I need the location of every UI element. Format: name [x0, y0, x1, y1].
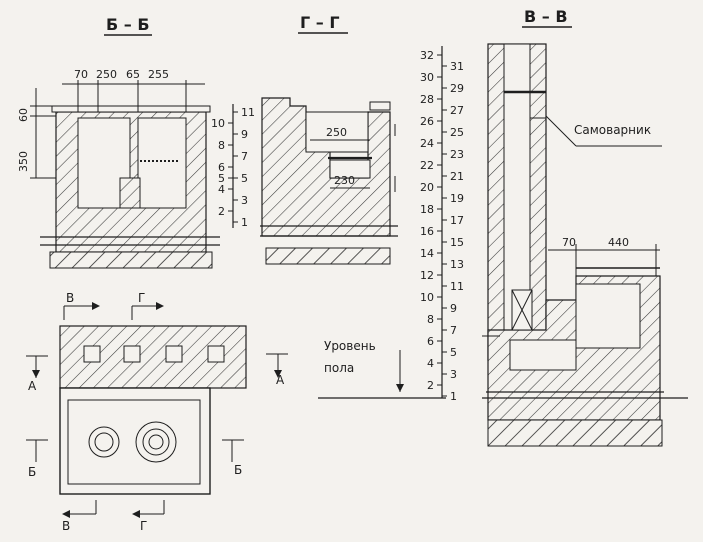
plan-view: В Г А А Б Б В Г [26, 291, 288, 533]
bb-dim-60: 60 [17, 108, 30, 122]
ruler-label-right: 23 [450, 148, 464, 161]
ruler-label-left: 4 [427, 357, 434, 370]
marker-g-bottom: Г [140, 519, 147, 533]
floor-label-1: Уровень [324, 339, 376, 353]
ruler-label-left: 10 [420, 291, 434, 304]
ruler-label-left: 10 [211, 117, 225, 130]
marker-b-right: Б [234, 463, 242, 477]
plan-burner-large [135, 421, 177, 463]
ruler-label-right: 13 [450, 258, 464, 271]
ruler-label-right: 21 [450, 170, 464, 183]
bb-top-slab [51, 105, 211, 113]
ruler-label-left: 8 [218, 139, 225, 152]
marker-a-right: А [276, 373, 285, 387]
vv-firebox [509, 339, 577, 371]
bb-dim-250: 250 [96, 68, 117, 81]
ruler-label-right: 19 [450, 192, 464, 205]
marker-v-top: В [66, 291, 74, 305]
samovarnik-label: Самоварник [574, 123, 651, 137]
ruler-label-left: 8 [427, 313, 434, 326]
section-gg: Г – Г 250 230 [260, 13, 398, 265]
ruler-label-right: 29 [450, 82, 464, 95]
ruler-label-left: 2 [218, 205, 225, 218]
vv-ground [487, 419, 663, 447]
bb-dim-65: 65 [126, 68, 140, 81]
ruler-label-left: 5 [218, 172, 225, 185]
ruler-label-left: 18 [420, 203, 434, 216]
course-ruler-tall: 1357911131517192123252729312468101214161… [420, 46, 464, 403]
plan-burner-small [88, 426, 120, 458]
ruler-label-left: 22 [420, 159, 434, 172]
ruler-label-right: 3 [241, 194, 248, 207]
vv-dim-70: 70 [562, 236, 576, 249]
bb-dim-255: 255 [148, 68, 169, 81]
section-bb: Б – Б 70 250 65 255 60 350 [17, 15, 255, 269]
ruler-label-right: 1 [450, 390, 457, 403]
section-vv: В – В 70 440 Самоварник [482, 7, 688, 447]
marker-g-top: Г [138, 291, 145, 305]
ruler-label-left: 12 [420, 269, 434, 282]
ruler-label-left: 30 [420, 71, 434, 84]
vv-flue [503, 43, 531, 331]
bb-dim-70: 70 [74, 68, 88, 81]
ruler-label-right: 9 [450, 302, 457, 315]
ruler-label-right: 1 [241, 216, 248, 229]
marker-a-left: А [28, 379, 37, 393]
section-gg-title: Г – Г [300, 13, 340, 32]
floor-level: Уровень пола [318, 339, 446, 399]
ruler-label-left: 14 [420, 247, 434, 260]
gg-ground [265, 247, 391, 265]
ruler-label-right: 7 [450, 324, 457, 337]
gg-dim-230: 230 [334, 174, 355, 187]
section-vv-title: В – В [524, 7, 568, 26]
ruler-label-left: 6 [218, 161, 225, 174]
ruler-label-right: 7 [241, 150, 248, 163]
marker-b-left: Б [28, 465, 36, 479]
ruler-label-right: 3 [450, 368, 457, 381]
ruler-label-right: 31 [450, 60, 464, 73]
ruler-label-right: 5 [450, 346, 457, 359]
ruler-label-left: 6 [427, 335, 434, 348]
bb-oven [137, 117, 187, 209]
ruler-label-right: 11 [450, 280, 464, 293]
ruler-label-left: 4 [218, 183, 225, 196]
section-bb-title: Б – Б [106, 15, 150, 34]
ruler-label-left: 26 [420, 115, 434, 128]
ruler-label-left: 20 [420, 181, 434, 194]
bb-ground [49, 251, 213, 269]
ruler-label-right: 25 [450, 126, 464, 139]
bb-dim-350: 350 [17, 151, 30, 172]
ruler-label-right: 27 [450, 104, 464, 117]
ruler-label-right: 15 [450, 236, 464, 249]
ruler-label-left: 28 [420, 93, 434, 106]
ruler-label-right: 9 [241, 128, 248, 141]
gg-dim-250: 250 [326, 126, 347, 139]
marker-v-bottom: В [62, 519, 70, 533]
ruler-label-left: 24 [420, 137, 434, 150]
ruler-label-right: 17 [450, 214, 464, 227]
ruler-label-left: 16 [420, 225, 434, 238]
ruler-label-right: 5 [241, 172, 248, 185]
floor-label-2: пола [324, 361, 354, 375]
vv-dim-440: 440 [608, 236, 629, 249]
ruler-label-left: 32 [420, 49, 434, 62]
vv-oven [575, 283, 641, 349]
ruler-label-left: 2 [427, 379, 434, 392]
ruler-label-right: 11 [241, 106, 255, 119]
